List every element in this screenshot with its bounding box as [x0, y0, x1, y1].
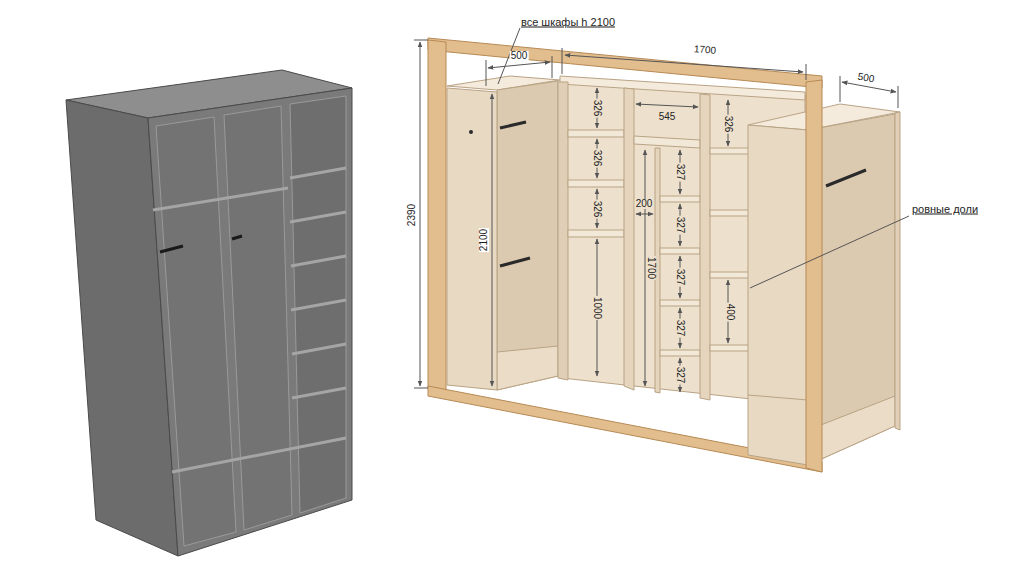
- note-label: все шкафы h 2100: [520, 17, 616, 28]
- dimension-label: 500: [510, 51, 529, 61]
- dimension-label: 326: [592, 200, 602, 219]
- dimension-label: 200: [635, 199, 654, 209]
- frame: [428, 38, 822, 472]
- dimension-label: 327: [675, 216, 685, 235]
- dimension-label: 327: [675, 366, 685, 385]
- note-label: ровные доли: [911, 204, 979, 215]
- dimension-label: 326: [592, 149, 602, 168]
- dimension-label: 1000: [592, 296, 602, 320]
- dimension-label: 327: [675, 268, 685, 287]
- dimension-label: 400: [725, 303, 735, 322]
- dimension-label: 327: [675, 319, 685, 338]
- dimension-label: 545: [658, 112, 677, 122]
- dimension-label: 2390: [407, 203, 417, 227]
- left-cabinet: [447, 76, 560, 390]
- dimension-label: 1700: [693, 44, 718, 56]
- right-cabinet: [748, 104, 900, 465]
- dimension-label: 1700: [646, 256, 656, 280]
- dimension-label: 2100: [479, 228, 489, 252]
- dimension-label: 500: [856, 71, 876, 84]
- dimension-lines: [414, 28, 909, 392]
- dimension-label: 326: [723, 115, 733, 134]
- dimension-label: 327: [675, 163, 685, 182]
- dimension-label: 326: [592, 99, 602, 118]
- frame-post: [806, 80, 822, 472]
- grey-wardrobe: [66, 70, 352, 556]
